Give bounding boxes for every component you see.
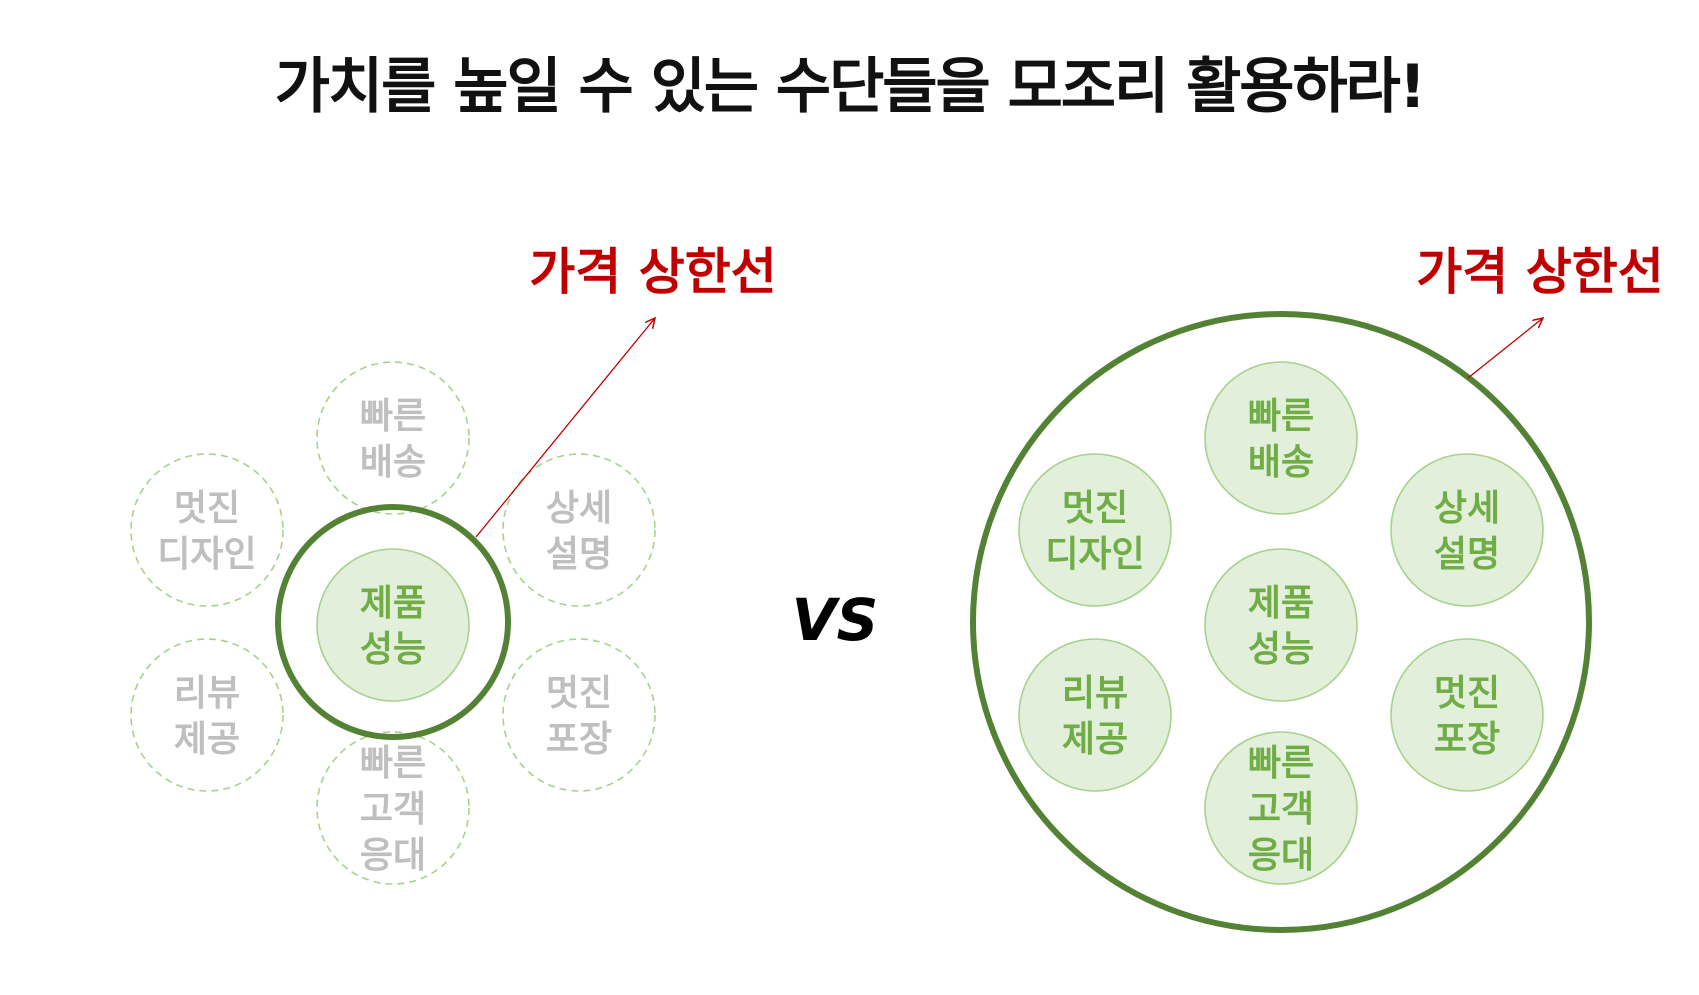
right-design-circle xyxy=(1018,453,1172,607)
right-core-label: 제품 xyxy=(1248,583,1314,624)
right-core-circle xyxy=(1204,548,1358,702)
left-price-cap-label: 가격 상한선 xyxy=(529,243,776,301)
right-packaging-label: 포장 xyxy=(1434,719,1500,760)
right-detail-label: 설명 xyxy=(1434,534,1500,575)
right-delivery-label: 빠른 xyxy=(1248,396,1314,437)
left-price-cap-arrow xyxy=(475,318,655,538)
right-price-cap-circle xyxy=(970,311,1592,933)
left-review-label: 리뷰 xyxy=(174,673,240,714)
right-design-label: 디자인 xyxy=(1045,534,1144,575)
left-delivery-circle xyxy=(316,361,470,515)
left-delivery-label: 배송 xyxy=(360,442,426,483)
left-detail-label: 설명 xyxy=(546,534,612,575)
right-packaging-circle xyxy=(1390,638,1544,792)
right-core-label: 성능 xyxy=(1248,629,1314,670)
right-detail-circle xyxy=(1390,453,1544,607)
left-design-circle xyxy=(130,453,284,607)
right-price-cap-label: 가격 상한선 xyxy=(1416,243,1663,301)
left-review-label: 제공 xyxy=(174,719,240,760)
right-service-label: 빠른 xyxy=(1248,743,1314,784)
right-review-label: 리뷰 xyxy=(1062,673,1128,714)
vs-label: VS xyxy=(792,586,879,654)
left-design-label: 디자인 xyxy=(157,534,256,575)
right-service-circle xyxy=(1204,731,1358,885)
right-review-circle xyxy=(1018,638,1172,792)
left-detail-label: 상세 xyxy=(546,488,612,529)
left-delivery-label: 빠른 xyxy=(360,396,426,437)
right-service-label: 응대 xyxy=(1248,835,1314,876)
right-delivery-label: 배송 xyxy=(1248,442,1314,483)
left-service-label: 고객 xyxy=(360,789,426,830)
left-packaging-label: 포장 xyxy=(546,719,612,760)
right-design-label: 멋진 xyxy=(1062,488,1128,529)
right-delivery-circle xyxy=(1204,361,1358,515)
page-title: 가치를 높일 수 있는 수단들을 모조리 활용하라! xyxy=(274,52,1427,122)
left-review-circle xyxy=(130,638,284,792)
left-packaging-label: 멋진 xyxy=(546,673,612,714)
right-packaging-label: 멋진 xyxy=(1434,673,1500,714)
right-price-cap-arrow xyxy=(1467,318,1543,379)
left-design-label: 멋진 xyxy=(174,488,240,529)
left-detail-circle xyxy=(502,453,656,607)
left-service-circle xyxy=(316,731,470,885)
left-service-label: 응대 xyxy=(360,835,426,876)
left-price-cap-circle xyxy=(275,504,511,740)
right-detail-label: 상세 xyxy=(1434,488,1500,529)
left-service-label: 빠른 xyxy=(360,743,426,784)
left-core-circle xyxy=(316,548,470,702)
left-core-label: 성능 xyxy=(360,629,426,670)
right-review-label: 제공 xyxy=(1062,719,1128,760)
right-service-label: 고객 xyxy=(1248,789,1314,830)
left-core-label: 제품 xyxy=(360,583,426,624)
left-packaging-circle xyxy=(502,638,656,792)
